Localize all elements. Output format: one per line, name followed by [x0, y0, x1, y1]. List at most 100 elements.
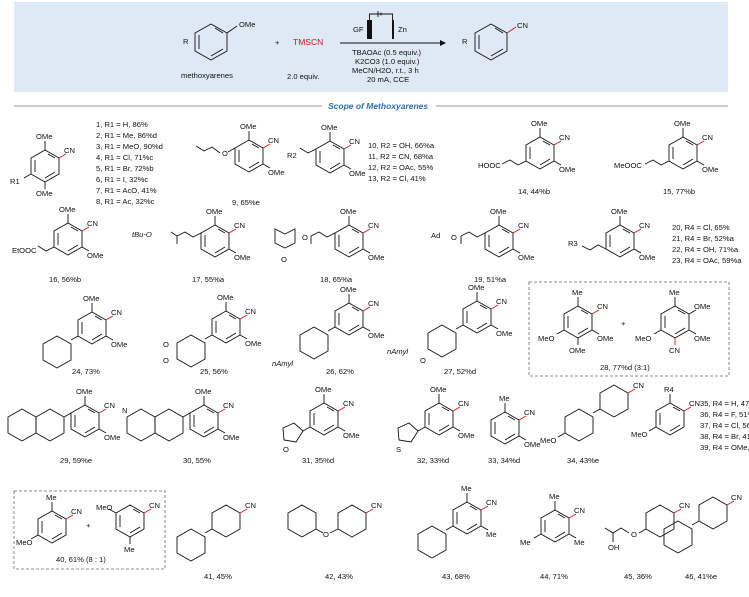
svg-text:42, 43%: 42, 43% — [325, 572, 353, 581]
svg-text:38, R4 = Br, 41%: 38, R4 = Br, 41% — [700, 432, 749, 441]
svg-text:+: + — [86, 521, 91, 530]
svg-text:32, 33%d: 32, 33%d — [417, 456, 449, 465]
svg-text:OMe: OMe — [694, 302, 710, 311]
svg-text:Me: Me — [520, 538, 531, 547]
svg-text:OMe: OMe — [245, 339, 261, 348]
svg-text:CN: CN — [689, 399, 700, 408]
svg-text:13, R2 = Cl, 41%: 13, R2 = Cl, 41% — [368, 174, 426, 183]
compound-18: OMe CN OMe O O 18, 65%a — [274, 207, 384, 284]
svg-text:33, 34%d: 33, 34%d — [488, 456, 520, 465]
svg-text:CN: CN — [731, 493, 742, 502]
svg-text:8, R1 = Ac, 32%c: 8, R1 = Ac, 32%c — [96, 197, 155, 206]
svg-text:25, 56%: 25, 56% — [200, 367, 228, 376]
svg-text:Me: Me — [124, 545, 135, 554]
svg-text:OMe: OMe — [83, 294, 99, 303]
svg-text:44, 71%: 44, 71% — [540, 572, 568, 581]
svg-text:CN: CN — [518, 221, 529, 230]
svg-text:OMe: OMe — [468, 283, 484, 292]
svg-text:+: + — [621, 319, 626, 328]
svg-text:16, 56%b: 16, 56%b — [49, 275, 81, 284]
svg-text:28, 77%d (3:1): 28, 77%d (3:1) — [600, 363, 650, 372]
svg-text:45, 36%: 45, 36% — [624, 572, 652, 581]
compound-9: OMe CN OMe O 9, 65%e — [195, 122, 284, 207]
svg-text:21, R4 = Br, 52%a: 21, R4 = Br, 52%a — [672, 234, 735, 243]
svg-text:OMe: OMe — [104, 433, 120, 442]
svg-text:1, R1 = H, 86%: 1, R1 = H, 86% — [96, 120, 148, 129]
svg-text:35, R4 = H, 47%d: 35, R4 = H, 47%d — [700, 399, 749, 408]
svg-text:OMe: OMe — [430, 385, 446, 394]
compound-46: CN 46, 41%e — [663, 493, 742, 581]
svg-text:36, R4 = F, 51%b: 36, R4 = F, 51%b — [700, 410, 749, 419]
svg-text:CN: CN — [559, 133, 570, 142]
compound-30: OMe CN OMe N 30, 55% — [122, 387, 239, 465]
svg-text:7, R1 = AcO, 41%: 7, R1 = AcO, 41% — [96, 186, 157, 195]
svg-text:24, 73%: 24, 73% — [72, 367, 100, 376]
svg-text:OMe: OMe — [36, 132, 52, 141]
svg-text:nAmyl: nAmyl — [272, 359, 293, 368]
reagent-equiv-label: 2.0 equiv. — [287, 72, 319, 81]
electrode-zn-label: Zn — [398, 25, 407, 34]
svg-text:O: O — [631, 530, 637, 539]
svg-text:OMe: OMe — [240, 122, 256, 131]
svg-text:OMe: OMe — [111, 340, 127, 349]
compound-15: OMe CN OMe MeOOC 15, 77%b — [614, 119, 718, 196]
compound-14: OMe CN OMe HOOC 14, 44%b — [478, 119, 575, 196]
svg-text:OMe: OMe — [315, 385, 331, 394]
header-plus: + — [275, 38, 280, 47]
compound-34: CN MeO 34, 43%e — [540, 381, 644, 465]
svg-text:17, 55%a: 17, 55%a — [192, 275, 225, 284]
svg-text:OMe: OMe — [268, 168, 284, 177]
svg-text:Me: Me — [669, 288, 680, 297]
substrate-ome-label: OMe — [239, 20, 255, 29]
svg-text:OMe: OMe — [569, 346, 585, 355]
svg-text:CN: CN — [574, 506, 585, 515]
svg-text:tBu-O: tBu-O — [132, 230, 152, 239]
svg-text:12, R2 = OAc, 55%: 12, R2 = OAc, 55% — [368, 163, 433, 172]
compound-28-box — [528, 281, 730, 377]
svg-text:R4: R4 — [664, 385, 674, 394]
svg-text:R3: R3 — [568, 239, 578, 248]
svg-text:CN: CN — [87, 219, 98, 228]
svg-text:TBAOAc (0.5 equiv.): TBAOAc (0.5 equiv.) — [352, 48, 422, 57]
svg-text:CN: CN — [597, 302, 608, 311]
compound-32: OMe CN OMe S 32, 33%d — [396, 385, 474, 465]
svg-text:OMe: OMe — [87, 251, 103, 260]
svg-text:Me: Me — [572, 288, 583, 297]
substrate-structure: OMe R methoxyarenes — [181, 20, 255, 80]
svg-text:27, 52%d: 27, 52%d — [444, 367, 476, 376]
svg-text:OMe: OMe — [559, 165, 575, 174]
svg-text:MeO: MeO — [96, 503, 113, 512]
svg-text:CN: CN — [245, 501, 256, 510]
svg-text:OMe: OMe — [639, 253, 655, 262]
svg-text:O: O — [281, 255, 287, 264]
svg-text:5, R1 = Br, 72%b: 5, R1 = Br, 72%b — [96, 164, 154, 173]
compound-1-8: OMe CN OMe R1 — [10, 132, 75, 198]
svg-text:CN: CN — [368, 299, 379, 308]
svg-text:MeO: MeO — [631, 430, 648, 439]
svg-text:CN: CN — [245, 307, 256, 316]
svg-text:N: N — [122, 406, 127, 415]
svg-text:O: O — [302, 233, 308, 242]
svg-text:29, 59%e: 29, 59%e — [60, 456, 92, 465]
svg-text:OMe: OMe — [518, 253, 534, 262]
svg-text:O: O — [163, 340, 169, 349]
compound-40-box — [13, 490, 166, 570]
compound-25: OMe CN OMe O O 25, 56% — [163, 293, 261, 376]
svg-text:CN: CN — [486, 498, 497, 507]
svg-text:O: O — [420, 356, 426, 365]
header-background — [14, 2, 728, 92]
svg-text:OMe: OMe — [223, 433, 239, 442]
svg-text:CN: CN — [458, 399, 469, 408]
product-cn-label: CN — [517, 21, 528, 30]
svg-text:CN: CN — [496, 297, 507, 306]
reagent-label: TMSCN — [293, 37, 323, 47]
svg-text:15, 77%b: 15, 77%b — [663, 187, 695, 196]
svg-text:Ad: Ad — [431, 231, 440, 240]
compound-16: OMe CN OMe EtOOC 16, 56%b — [12, 205, 103, 284]
compound-44: Me CN Me Me 44, 71% — [520, 492, 585, 581]
svg-text:30, 55%: 30, 55% — [183, 456, 211, 465]
svg-text:39, R4 = OMe, 76%b: 39, R4 = OMe, 76%b — [700, 443, 749, 452]
svg-text:EtOOC: EtOOC — [12, 246, 37, 255]
svg-text:O: O — [451, 233, 457, 242]
